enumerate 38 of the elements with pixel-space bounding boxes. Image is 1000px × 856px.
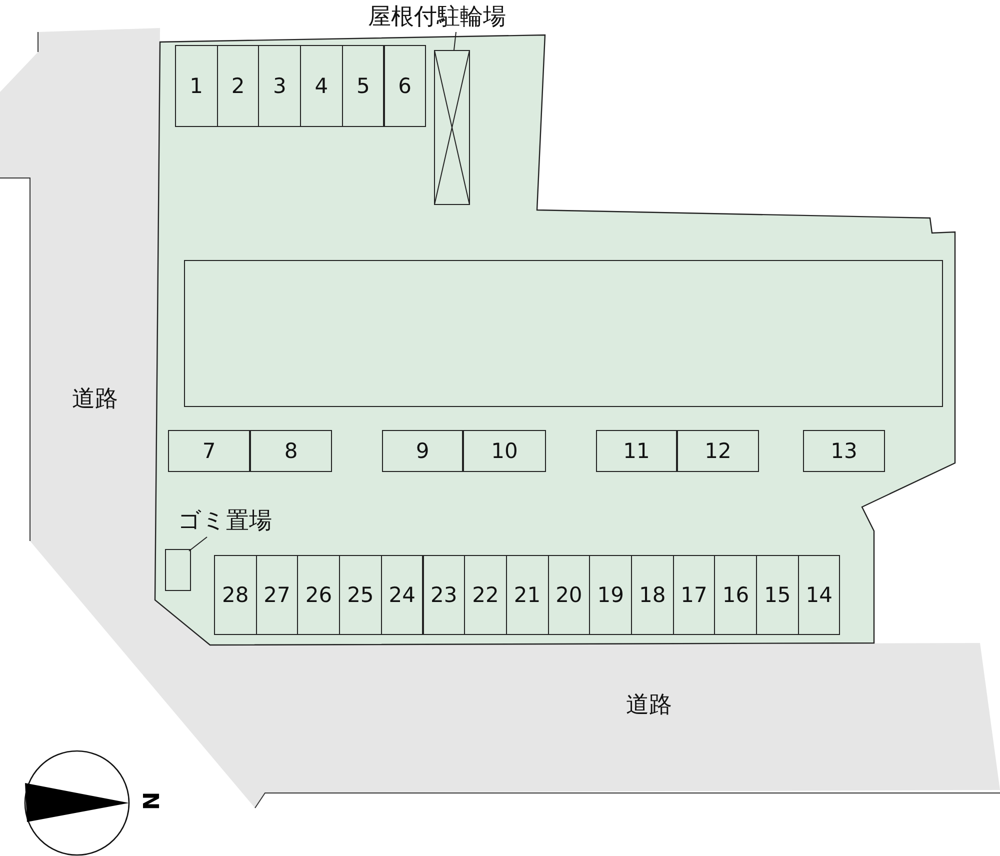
parking-space: 18 (631, 555, 674, 635)
parking-space: 23 (422, 555, 466, 635)
parking-space: 5 (342, 45, 384, 127)
parking-space: 27 (256, 555, 298, 635)
parking-space: 10 (463, 430, 546, 472)
parking-space: 20 (548, 555, 590, 635)
parking-space: 14 (798, 555, 840, 635)
leader-line (188, 536, 208, 552)
road-label: 道路 (626, 694, 672, 717)
area-label: 屋根付駐輪場 (368, 6, 552, 32)
parking-space: 19 (589, 555, 632, 635)
parking-space: 4 (300, 45, 343, 127)
parking-space: 13 (803, 430, 885, 472)
parking-space: 24 (380, 555, 424, 635)
parking-space: 28 (214, 555, 257, 635)
parking-space: 9 (382, 430, 463, 472)
parking-space: 22 (464, 555, 507, 635)
road-label: 道路 (72, 388, 118, 411)
parking-space: 25 (339, 555, 382, 635)
parking-space: 21 (506, 555, 549, 635)
garbage-area-box (165, 549, 191, 591)
parking-space: 16 (714, 555, 758, 635)
leader-line (454, 32, 456, 50)
bicycle-shelter-box (434, 50, 470, 205)
building-box (184, 260, 943, 407)
parking-space: 7 (168, 430, 250, 472)
parking-space: 15 (756, 555, 799, 635)
parking-space: 2 (216, 45, 260, 127)
parking-space: 26 (297, 555, 340, 635)
parking-space: 6 (384, 45, 426, 127)
parking-space: 12 (677, 430, 759, 472)
parking-space: 1 (175, 45, 218, 127)
parking-space: 3 (258, 45, 302, 127)
parking-space: 17 (672, 555, 716, 635)
north-label: N (138, 792, 160, 810)
parking-space: 8 (250, 430, 332, 472)
parking-space: 11 (596, 430, 677, 472)
area-label: ゴミ置場 (178, 510, 282, 536)
